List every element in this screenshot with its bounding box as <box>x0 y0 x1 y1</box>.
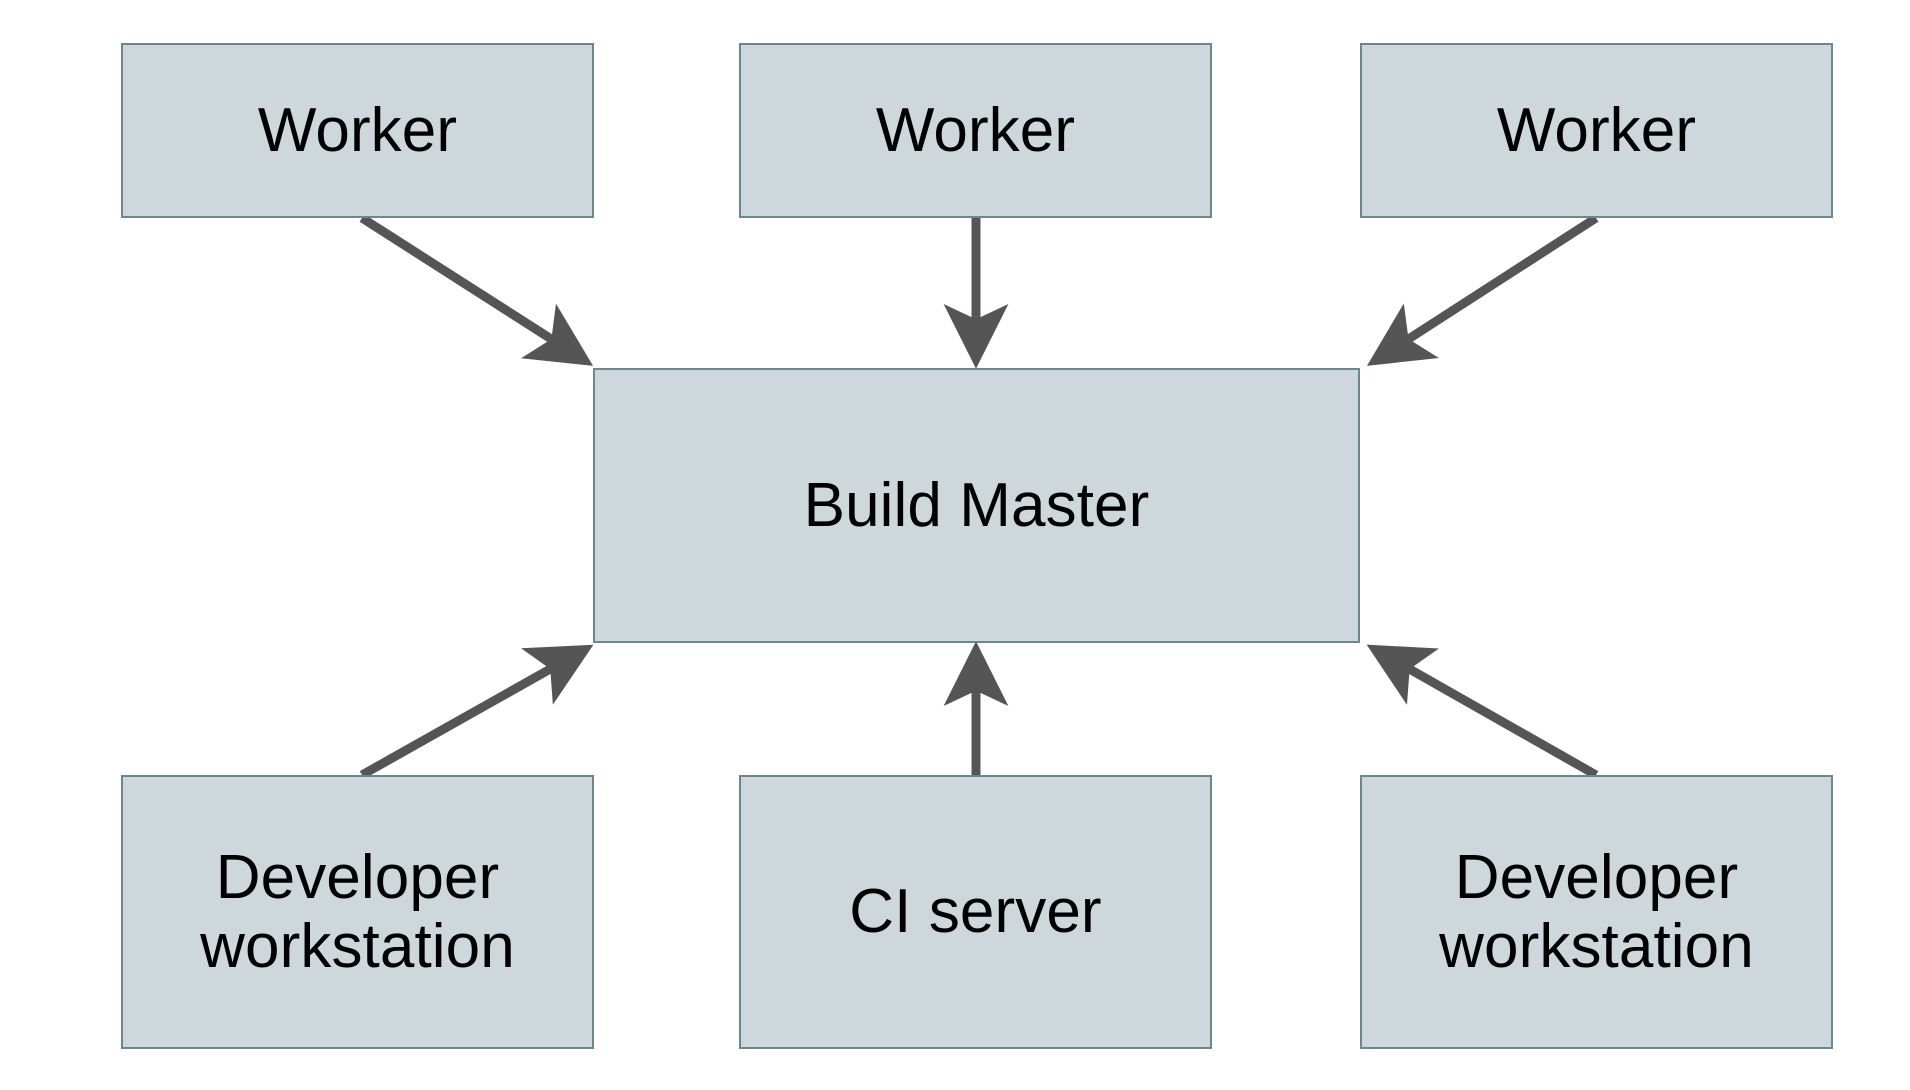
edge-dev-workstation-2-to-build-master <box>1366 644 1599 779</box>
node-developer-workstation-2[interactable]: Developer workstation <box>1360 775 1833 1049</box>
node-ci-server-label: CI server <box>849 877 1102 947</box>
edge-worker-3-to-build-master <box>1366 214 1599 366</box>
node-worker-1[interactable]: Worker <box>121 43 594 218</box>
node-build-master-label: Build Master <box>803 470 1150 540</box>
node-developer-workstation-2-label: Developer workstation <box>1439 842 1754 981</box>
node-worker-2-label: Worker <box>875 95 1076 165</box>
node-worker-2[interactable]: Worker <box>739 43 1212 218</box>
edge-dev-workstation-1-to-build-master <box>359 644 594 779</box>
edge-worker-1-to-build-master <box>359 214 594 366</box>
node-ci-server[interactable]: CI server <box>739 775 1212 1049</box>
node-build-master[interactable]: Build Master <box>593 368 1360 643</box>
node-worker-3-label: Worker <box>1496 95 1697 165</box>
node-worker-1-label: Worker <box>257 95 458 165</box>
node-developer-workstation-1[interactable]: Developer workstation <box>121 775 594 1049</box>
node-worker-3[interactable]: Worker <box>1360 43 1833 218</box>
node-developer-workstation-1-label: Developer workstation <box>200 842 515 981</box>
